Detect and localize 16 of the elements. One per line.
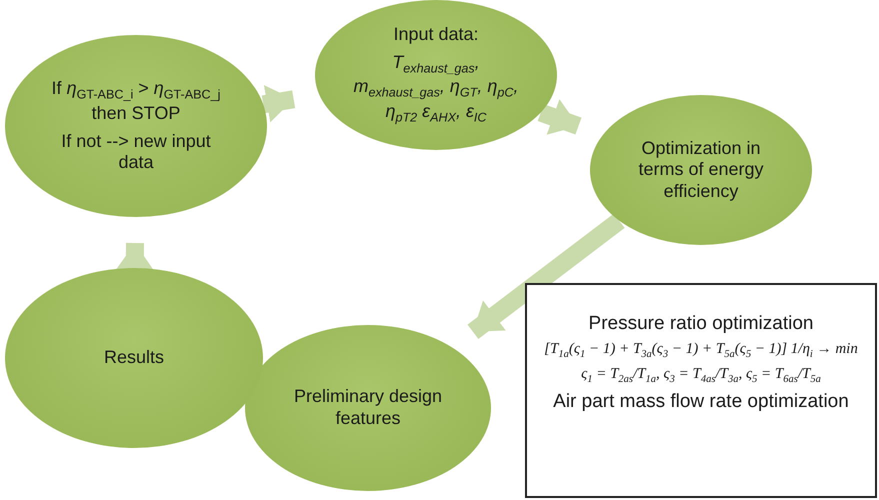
- ratio-formula: ς$_{1}$ = T$_{2as}$/T$_{1a}$, ς$_{3}$ = T$_{4as}$/T$_{3a}$, ς$_{5}$ = T$_{6as}$/T$_{5a}$: [581, 365, 821, 387]
- formula-panel: [525, 283, 877, 498]
- block-arrow: [468, 214, 625, 339]
- step-label: Preliminary design features: [292, 386, 444, 430]
- heading-text: Input data:: [393, 24, 479, 46]
- block-arrow: [538, 99, 582, 135]
- block-arrow: [116, 242, 154, 270]
- objective-formula: [T$_{1a}$(ς$_{1}$ − 1) + T$_{3a}$(ς$_{3}$ − 1) + T$_{5a}$(ς$_{5}$ − 1)] 1/η$_{i}$ → min: [544, 340, 858, 362]
- heading-text: Pressure ratio optimization: [588, 313, 814, 336]
- parameter-list: T$_{exhaust_gas}$, m$_{exhaust_gas}$, η$_{GT}$, η$_{pC}$, η$_{pT2}$ ε$_{AHX}$, ε$_{IC}$: [345, 52, 527, 126]
- step-label: Optimization in terms of energy efficiency: [637, 138, 765, 202]
- heading-text: Air part mass flow rate optimization: [553, 390, 849, 414]
- condition-text: If η$_{GT-ABC_i}$ > η$_{GT-ABC_j}$ then STOP: [50, 78, 222, 125]
- step-label: Results: [104, 347, 164, 369]
- block-arrow: [262, 85, 296, 122]
- fallback-text: If not --> new input data: [60, 130, 212, 174]
